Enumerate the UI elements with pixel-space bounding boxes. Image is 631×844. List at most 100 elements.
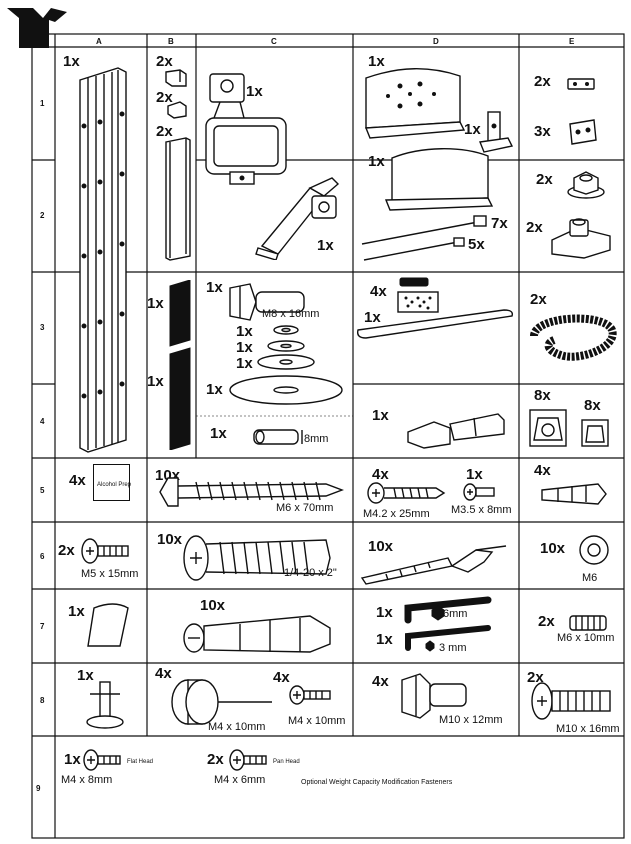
qty-vesa-plate: 1x <box>368 53 385 70</box>
wall-anchor-illustration <box>541 483 607 505</box>
qty-foam-piece: 1x <box>68 603 85 620</box>
row-number-9: 9 <box>36 784 41 793</box>
hex-bolt-illustration <box>229 283 305 321</box>
device-mount-illustration <box>205 73 287 185</box>
qty-strip: 1x <box>364 309 381 326</box>
qty-wall-anchor: 4x <box>534 462 551 479</box>
phillips-screw-long-illustration <box>367 482 446 504</box>
qty-drywall-anchor: 10x <box>200 597 226 614</box>
d7a-size: 6mm <box>443 608 468 620</box>
foam-piece-illustration <box>87 603 129 647</box>
col-header-b: B <box>168 37 174 46</box>
box-icon <box>7 8 67 48</box>
d8-size: M10 x 12mm <box>439 714 503 726</box>
row-number-7: 7 <box>40 622 45 631</box>
qty-post: 1x <box>464 121 481 138</box>
qty-pan-head-screw: 2x <box>207 751 224 768</box>
qty-arm-bracket: 1x <box>317 237 334 254</box>
t-nut-illustration <box>551 218 611 259</box>
col-header-c: C <box>271 37 277 46</box>
qty-cable-base-small: 8x <box>584 397 601 414</box>
qty-hex-key-6mm: 1x <box>376 604 393 621</box>
rubber-pad-illustration <box>397 277 439 313</box>
e7-size: M6 x 10mm <box>557 632 615 644</box>
bracket-clip-illustration <box>165 69 187 87</box>
cover-plate-illustration <box>384 148 494 211</box>
foam-strip-illustration <box>169 280 191 450</box>
qty-rubber-pad: 4x <box>370 283 387 300</box>
toggle-anchor-illustration <box>360 545 507 585</box>
qty-rail: 1x <box>63 53 80 70</box>
r9b-size: M4 x 6mm <box>214 774 266 786</box>
alcohol-pad-label: Alcohol Prep <box>97 482 132 488</box>
d5b-size: M3.5 x 8mm <box>451 504 512 516</box>
pan-screw-m4-illustration <box>289 685 331 705</box>
arm-bracket-illustration <box>255 177 340 260</box>
pan-head-label: Pan Head <box>273 759 300 765</box>
col-header-a: A <box>96 37 102 46</box>
spiral-wrap-illustration <box>530 314 617 361</box>
qty-foam-strip-2: 1x <box>147 373 164 390</box>
hex-key-3mm-icon <box>405 625 491 652</box>
spacer-illustration <box>253 429 303 445</box>
col-header-e: E <box>569 37 575 46</box>
mounting-rail-illustration <box>79 67 127 453</box>
thumb-screw-illustration <box>171 679 272 725</box>
small-clip-illustration <box>167 101 187 119</box>
row-number-3: 3 <box>40 323 45 332</box>
qty-pan-screw-m4: 4x <box>273 669 290 686</box>
qty-t-nut: 2x <box>526 219 543 236</box>
hex-bolt-m10-illustration <box>401 673 467 719</box>
phillips-screw-short-illustration <box>463 483 495 501</box>
washer-m6-illustration <box>579 535 609 565</box>
qty-hex-key-3mm: 1x <box>376 631 393 648</box>
qty-flat-head-screw: 1x <box>64 751 81 768</box>
c4-spacer-size: 8mm <box>304 433 329 445</box>
cable-ties-illustration <box>361 215 487 261</box>
alcohol-pad-illustration: Alcohol Prep <box>93 464 132 501</box>
button-screw-illustration <box>81 538 129 564</box>
qty-flat-machine-screw: 10x <box>157 531 183 548</box>
retainer-illustration <box>407 413 505 449</box>
qty-button-screw: 2x <box>58 542 75 559</box>
qty-alcohol-pad: 4x <box>69 472 86 489</box>
drywall-anchor-illustration <box>183 615 331 653</box>
qty-retainer: 1x <box>372 407 389 424</box>
d7b-size: 3 mm <box>439 642 467 654</box>
qty-button-bolt-m10: 2x <box>527 669 544 686</box>
qty-flange-nut: 2x <box>536 171 553 188</box>
r9a-size: M4 x 8mm <box>61 774 113 786</box>
qty-washer-3: 1x <box>236 355 253 372</box>
qty-thumb-screw: 4x <box>155 665 172 682</box>
qty-cable-tie-long: 7x <box>491 215 508 232</box>
cable-channel-illustration <box>165 137 191 261</box>
d5a-size: M4.2 x 25mm <box>363 508 430 520</box>
qty-foam-strip-1: 1x <box>147 295 164 312</box>
bc6-size: 1/4-20 x 2" <box>284 567 337 579</box>
set-screw-illustration <box>569 615 607 631</box>
qty-small-plate: 2x <box>534 73 551 90</box>
row-number-4: 4 <box>40 417 45 426</box>
vesa-plate-illustration <box>364 68 466 139</box>
button-bolt-m10-illustration <box>531 682 611 720</box>
small-plate-illustration <box>567 78 595 90</box>
flat-head-label: Flat Head <box>127 759 154 765</box>
qty-washer-m6: 10x <box>540 540 566 557</box>
qty-spacer: 1x <box>210 425 227 442</box>
qty-toggle-anchor: 10x <box>368 538 394 555</box>
qty-hex-bolt: 1x <box>206 279 223 296</box>
qty-device-mount: 1x <box>246 83 263 100</box>
bc8b-size: M4 x 10mm <box>288 715 346 727</box>
cable-base-small-illustration <box>581 419 609 447</box>
optional-fasteners-note: Optional Weight Capacity Modification Fa… <box>301 779 453 786</box>
hex-key-6mm-icon <box>404 596 492 624</box>
washers-illustration <box>229 325 343 405</box>
bc8a-size: M4 x 10mm <box>208 721 266 733</box>
col-header-d: D <box>433 37 439 46</box>
row-number-8: 8 <box>40 696 45 705</box>
pan-head-screw-illustration <box>229 749 267 771</box>
post-illustration <box>479 111 514 153</box>
row-number-5: 5 <box>40 486 45 495</box>
qty-standoff: 1x <box>77 667 94 684</box>
